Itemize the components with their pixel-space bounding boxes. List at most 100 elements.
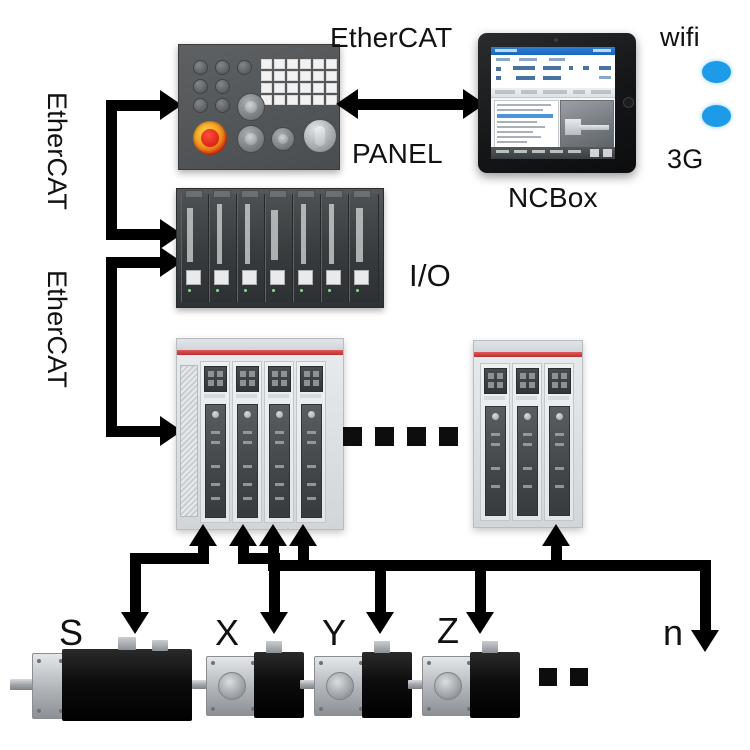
ncbox-label: NCBox	[508, 182, 598, 213]
servo-drive-module[interactable]	[544, 363, 574, 521]
panel-button[interactable]	[193, 98, 208, 113]
drive-display-icon	[548, 368, 571, 394]
servo-drive-module[interactable]	[264, 361, 294, 523]
motor-Z[interactable]	[408, 641, 526, 726]
cnc-program-list[interactable]	[494, 100, 559, 149]
motor-hub-icon	[326, 672, 354, 700]
panel-button[interactable]	[215, 60, 230, 75]
panel-button[interactable]	[193, 79, 208, 94]
cnc-softkey-bar[interactable]	[491, 147, 615, 159]
io-module-port[interactable]	[354, 270, 369, 285]
machine-control-panel[interactable]	[178, 44, 340, 170]
panel-rotary-knob[interactable]	[271, 127, 295, 151]
io-module-cap-icon	[213, 190, 231, 198]
panel-rotary-knob[interactable]	[237, 125, 265, 153]
io-module[interactable]	[237, 190, 265, 302]
cnc-app-titlebar	[491, 47, 615, 55]
io-module-port[interactable]	[270, 270, 285, 285]
io-module[interactable]	[293, 190, 321, 302]
servo-drive-module[interactable]	[512, 363, 542, 521]
motor-body-icon	[62, 649, 192, 721]
bus-branch-io-upper	[106, 229, 161, 240]
servo-drive-module[interactable]	[296, 361, 326, 523]
servo-drive-module[interactable]	[232, 361, 262, 523]
io-module-cap-icon	[325, 190, 343, 198]
panel-keypad-key[interactable]	[300, 59, 311, 69]
panel-keypad-key[interactable]	[326, 83, 337, 93]
motor-Y[interactable]	[300, 641, 418, 726]
io-module-port[interactable]	[242, 270, 257, 285]
drive-nameplate-icon	[300, 394, 321, 398]
drive-display-icon	[236, 366, 259, 392]
io-module[interactable]	[209, 190, 237, 302]
drive-knob-icon	[492, 413, 499, 420]
tablet-screen[interactable]	[491, 47, 615, 159]
panel-keypad-key[interactable]	[287, 95, 298, 105]
drive-knob-icon	[244, 411, 251, 418]
ncbox-tablet[interactable]	[478, 33, 636, 173]
panel-keypad-key[interactable]	[313, 95, 324, 105]
panel-rotary-knob[interactable]	[237, 93, 265, 121]
motor-X[interactable]	[192, 641, 310, 726]
panel-keypad-key[interactable]	[313, 71, 324, 81]
panel-button[interactable]	[215, 79, 230, 94]
panel-keypad-key[interactable]	[287, 83, 298, 93]
panel-keypad-key[interactable]	[326, 71, 337, 81]
motor-drop-y	[375, 560, 386, 615]
motor-hub-icon	[434, 672, 462, 700]
io-module-port[interactable]	[186, 270, 201, 285]
panel-keypad-key[interactable]	[300, 83, 311, 93]
servo-drive-rack-primary[interactable]	[176, 338, 344, 530]
motor-body-icon	[254, 652, 304, 718]
panel-keypad-key[interactable]	[287, 71, 298, 81]
panel-keypad-key[interactable]	[261, 71, 272, 81]
panel-keypad-key[interactable]	[261, 83, 272, 93]
panel-button[interactable]	[215, 98, 230, 113]
panel-keypad-key[interactable]	[287, 59, 298, 69]
io-module-rack[interactable]	[176, 188, 384, 308]
panel-keypad-key[interactable]	[274, 95, 285, 105]
drive-feed-up-n-arrow-icon	[542, 524, 570, 546]
panel-keypad-key[interactable]	[313, 83, 324, 93]
io-module[interactable]	[181, 190, 209, 302]
motor-drop-n	[700, 560, 711, 633]
servo-drive-rack-secondary[interactable]	[473, 340, 583, 528]
panel-keypad-key[interactable]	[300, 71, 311, 81]
io-module-led-icon	[356, 289, 359, 292]
panel-keypad-key[interactable]	[326, 59, 337, 69]
io-module-slot-icon	[187, 208, 193, 262]
drive-rack-vent-panel-icon	[180, 365, 198, 517]
panel-feed-override-dial[interactable]	[303, 119, 337, 153]
io-module-led-icon	[272, 289, 275, 292]
bus-branch-io-lower	[106, 257, 161, 268]
io-module[interactable]	[321, 190, 349, 302]
tablet-home-button[interactable]	[623, 97, 634, 108]
panel-keypad-key[interactable]	[300, 95, 311, 105]
io-module[interactable]	[349, 190, 379, 302]
panel-keypad-key[interactable]	[274, 71, 285, 81]
drive-feed-up-y-arrow-icon	[259, 524, 287, 546]
motor-drop-x-arrow-icon	[260, 612, 288, 634]
drive-rack-accent-stripe-icon	[474, 352, 582, 357]
drive-nameplate-icon	[516, 396, 537, 400]
servo-drive-module[interactable]	[200, 361, 230, 523]
motor-ellipsis-dot	[570, 668, 588, 686]
motor-label-n: n	[663, 612, 684, 653]
cnc-toolbar[interactable]	[491, 88, 615, 98]
panel-keypad-key[interactable]	[274, 59, 285, 69]
panel-keypad-key[interactable]	[313, 59, 324, 69]
emergency-stop-button[interactable]	[193, 121, 227, 155]
cnc-toolpath-view[interactable]	[560, 100, 614, 149]
motor-S[interactable]	[10, 637, 200, 727]
panel-button[interactable]	[193, 60, 208, 75]
io-module[interactable]	[265, 190, 293, 302]
servo-drive-module[interactable]	[480, 363, 510, 521]
panel-button[interactable]	[237, 60, 252, 75]
panel-keypad-key[interactable]	[261, 59, 272, 69]
drive-terminal-face-icon	[205, 404, 226, 518]
panel-keypad-key[interactable]	[274, 83, 285, 93]
motor-connector-icon	[482, 641, 498, 653]
io-module-port[interactable]	[326, 270, 341, 285]
io-module-port[interactable]	[214, 270, 229, 285]
io-module-port[interactable]	[298, 270, 313, 285]
